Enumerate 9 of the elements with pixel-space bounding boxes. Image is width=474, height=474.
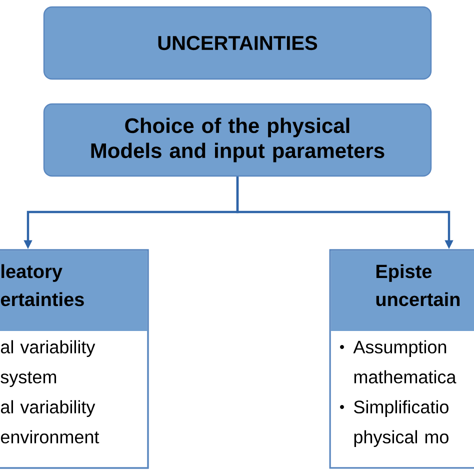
heading-text: Episte uncertain bbox=[376, 264, 460, 306]
bullet-item: Assumption mathematica bbox=[340, 340, 456, 384]
category-box bbox=[329, 249, 474, 469]
process-box: UNCERTAINTIES bbox=[43, 6, 432, 80]
category-box bbox=[0, 249, 149, 469]
bullet-item: al variability environment bbox=[0, 400, 100, 444]
process-box: Choice of the physical Models and input parameters bbox=[43, 103, 432, 177]
bullet-item: Simplificatio physical mo bbox=[340, 400, 448, 447]
heading-text: leatory ertainties bbox=[0, 264, 84, 306]
